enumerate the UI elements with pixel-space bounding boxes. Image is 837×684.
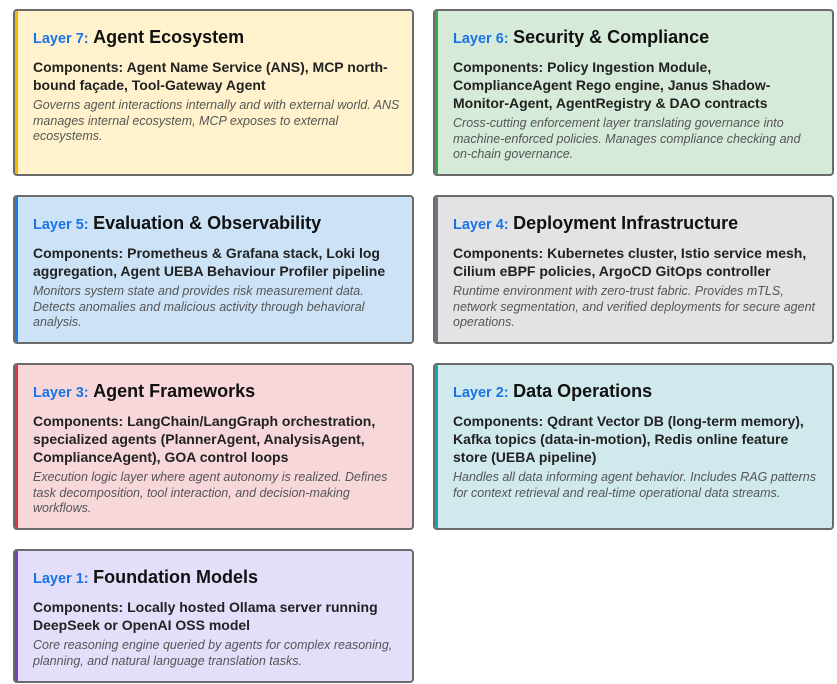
layer-1-card: Layer 1: Foundation Models Components: L… [13,549,414,683]
components-label: Components: [453,59,544,75]
layer-4-description: Runtime environment with zero-trust fabr… [453,284,816,329]
components-label: Components: [33,245,124,261]
layer-3-name: Agent Frameworks [93,381,256,401]
layer-5-description: Monitors system state and provides risk … [33,284,365,329]
components-label: Components: [33,599,124,615]
layer-2-name: Data Operations [513,381,653,401]
layer-1-components-text: Locally hosted Ollama server running Dee… [33,599,378,633]
layer-2-components: Components: Qdrant Vector DB (long-term … [453,412,820,466]
layer-3-tag: Layer 3: [33,385,89,401]
layer-1-title: Layer 1: Foundation Models [33,566,400,590]
layer-7-title: Layer 7: Agent Ecosystem [33,26,400,50]
layer-6-title: Layer 6: Security & Compliance [453,26,820,50]
layer-6-card: Layer 6: Security & Compliance Component… [433,9,834,176]
layer-1-tag: Layer 1: [33,571,89,587]
layer-2-card: Layer 2: Data Operations Components: Qdr… [433,363,834,530]
layer-6-tag: Layer 6: [453,31,509,47]
layer-7-tag: Layer 7: [33,31,89,47]
layer-4-card: Layer 4: Deployment Infrastructure Compo… [433,195,834,344]
layer-7-name: Agent Ecosystem [93,27,245,47]
layer-3-description: Execution logic layer where agent autono… [33,470,388,515]
layer-2-components-text: Qdrant Vector DB (long-term memory), Kaf… [453,413,804,465]
components-label: Components: [453,413,544,429]
layer-4-name: Deployment Infrastructure [513,213,739,233]
layer-4-title: Layer 4: Deployment Infrastructure [453,212,820,236]
layer-4-components: Components: Kubernetes cluster, Istio se… [453,244,820,280]
layer-5-components: Components: Prometheus & Grafana stack, … [33,244,400,280]
components-label: Components: [453,245,544,261]
layer-6-components-text: Policy Ingestion Module, ComplianceAgent… [453,59,771,111]
layer-7-description: Governs agent interactions internally an… [33,98,400,143]
layer-2-tag: Layer 2: [453,385,509,401]
layer-7-card: Layer 7: Agent Ecosystem Components: Age… [13,9,414,176]
layer-5-tag: Layer 5: [33,217,89,233]
layer-7-components-text: Agent Name Service (ANS), MCP north-boun… [33,59,388,93]
layer-1-name: Foundation Models [93,567,259,587]
layer-3-title: Layer 3: Agent Frameworks [33,380,400,404]
layer-5-components-text: Prometheus & Grafana stack, Loki log agg… [33,245,386,279]
layer-1-components: Components: Locally hosted Ollama server… [33,598,400,634]
layer-5-title: Layer 5: Evaluation & Observability [33,212,400,236]
layer-7-components: Components: Agent Name Service (ANS), MC… [33,58,400,94]
layer-1-description: Core reasoning engine queried by agents … [33,638,393,668]
layer-3-card: Layer 3: Agent Frameworks Components: La… [13,363,414,530]
layer-2-description: Handles all data informing agent behavio… [453,470,816,500]
layer-6-name: Security & Compliance [513,27,710,47]
layer-3-components: Components: LangChain/LangGraph orchestr… [33,412,400,466]
layer-5-name: Evaluation & Observability [93,213,322,233]
components-label: Components: [33,413,124,429]
layer-4-components-text: Kubernetes cluster, Istio service mesh, … [453,245,807,279]
layer-6-components: Components: Policy Ingestion Module, Com… [453,58,820,112]
layer-6-description: Cross-cutting enforcement layer translat… [453,116,801,161]
layer-3-components-text: LangChain/LangGraph orchestration, speci… [33,413,376,465]
layer-4-tag: Layer 4: [453,217,509,233]
layer-2-title: Layer 2: Data Operations [453,380,820,404]
components-label: Components: [33,59,124,75]
layer-5-card: Layer 5: Evaluation & Observability Comp… [13,195,414,344]
